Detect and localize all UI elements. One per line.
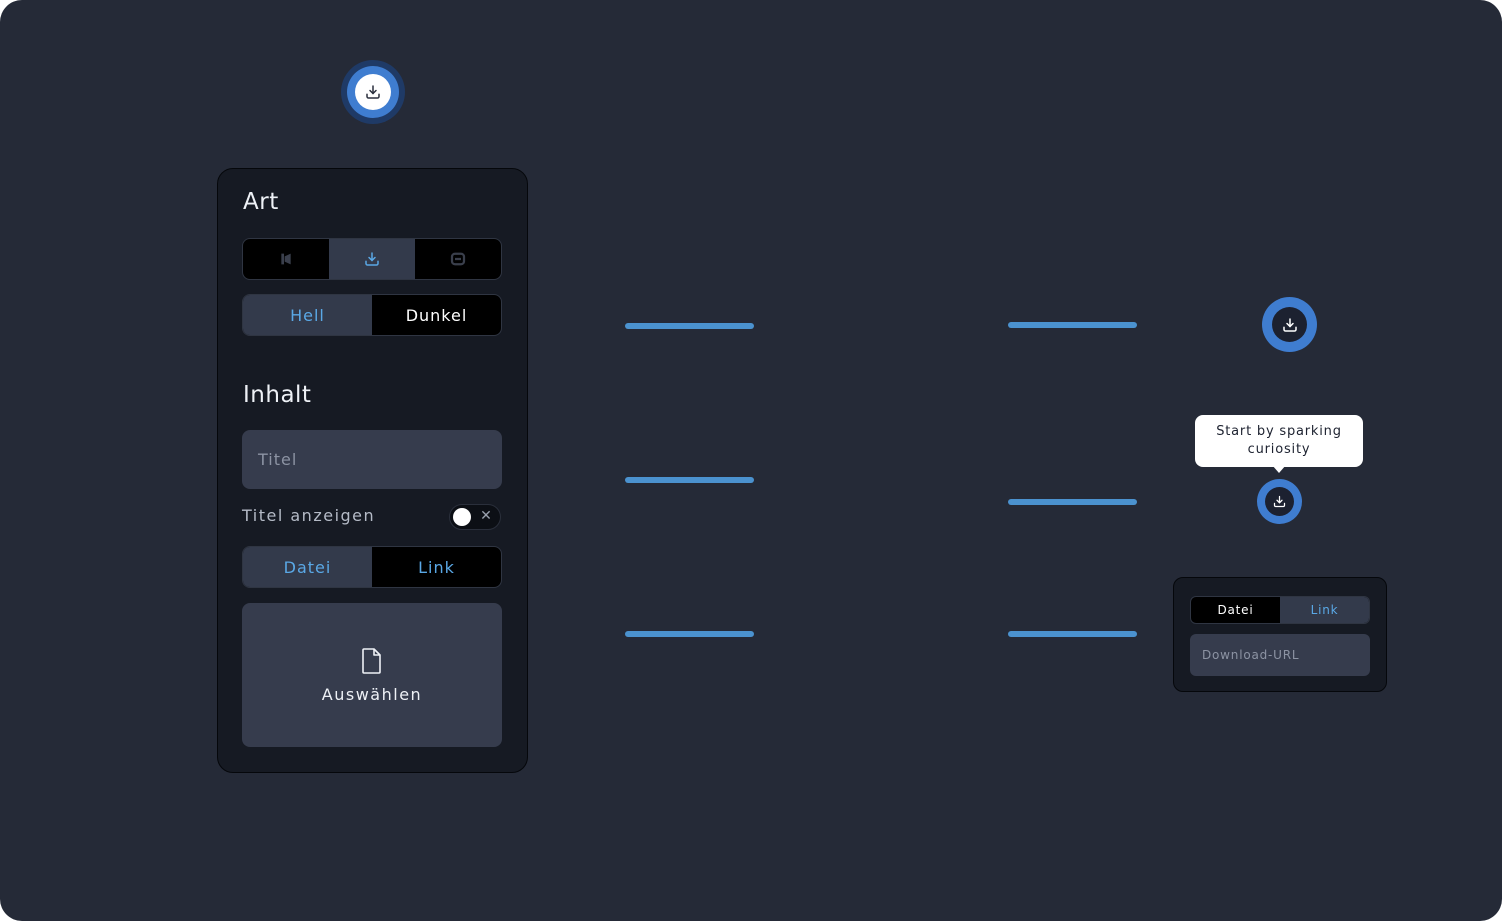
type-option-bookmark[interactable] (243, 239, 329, 279)
connector-line (1008, 499, 1137, 505)
connector-line (625, 477, 754, 483)
theme-selector: Hell Dunkel (242, 294, 502, 336)
upload-area[interactable]: Auswählen (242, 603, 502, 747)
download-button-dark-preview[interactable] (1262, 297, 1317, 352)
download-icon (363, 250, 381, 268)
download-button-preview[interactable] (341, 60, 405, 124)
type-selector (242, 238, 502, 280)
minus-box-icon (449, 250, 467, 268)
tooltip-text: Start by sparking curiosity (1216, 424, 1342, 457)
download-icon (1281, 316, 1299, 334)
type-option-download[interactable] (329, 239, 415, 279)
mini-source-selector: Datei Link (1190, 596, 1370, 624)
theme-option-dunkel[interactable]: Dunkel (405, 305, 468, 325)
download-icon (364, 83, 382, 101)
download-button-core (355, 74, 391, 110)
link-source-panel: Datei Link Download-URL (1173, 577, 1387, 692)
connector-line (625, 323, 754, 329)
bookmark-icon (278, 251, 294, 267)
type-option-minus-box[interactable] (415, 239, 501, 279)
connector-line (1008, 631, 1137, 637)
download-button-ring (347, 66, 399, 118)
download-button-core (1265, 487, 1294, 516)
theme-option-hell[interactable]: Hell (243, 295, 372, 335)
toggle-knob (453, 508, 471, 526)
file-icon (360, 647, 384, 675)
close-icon: ✕ (480, 508, 492, 524)
connector-line (625, 631, 754, 637)
source-selector: Datei Link (242, 546, 502, 588)
tooltip-arrow (1272, 465, 1286, 473)
section-title-inhalt: Inhalt (243, 382, 312, 408)
download-url-input[interactable]: Download-URL (1190, 634, 1370, 676)
show-title-label: Titel anzeigen (242, 506, 376, 525)
download-icon (1272, 494, 1287, 509)
source-option-link[interactable]: Link (1280, 597, 1369, 623)
download-button-core (1272, 307, 1307, 342)
source-option-datei[interactable]: Datei (243, 547, 372, 587)
upload-label: Auswählen (321, 684, 423, 704)
source-option-datei[interactable]: Datei (1217, 603, 1254, 617)
section-title-art: Art (243, 189, 279, 215)
settings-panel: Art Hell Dunkel (217, 168, 528, 773)
tooltip: Start by sparking curiosity (1195, 415, 1363, 467)
show-title-toggle[interactable]: ✕ (449, 504, 501, 530)
title-input[interactable]: Titel (242, 430, 502, 489)
connector-line (1008, 322, 1137, 328)
download-button-small-preview[interactable] (1257, 479, 1302, 524)
source-option-link[interactable]: Link (418, 557, 455, 577)
